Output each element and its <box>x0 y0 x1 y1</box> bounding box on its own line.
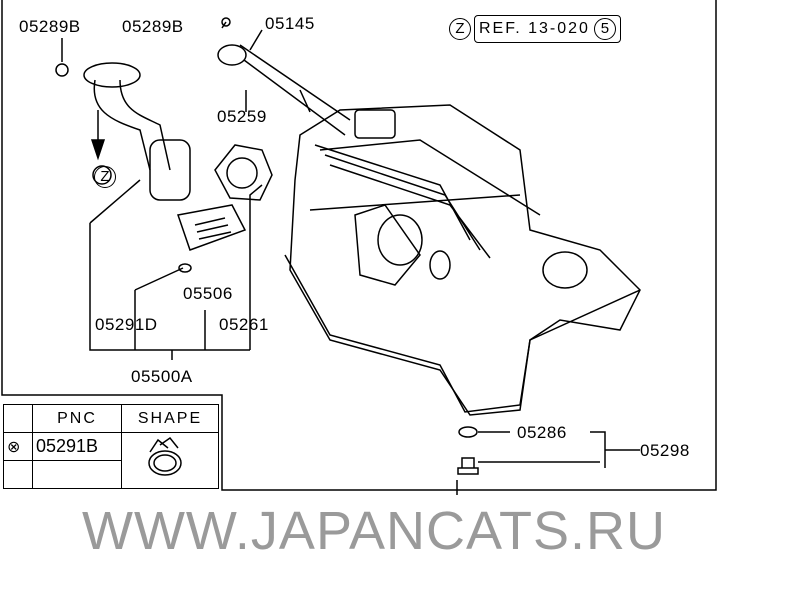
symbol-cell: ⊗ <box>3 432 33 461</box>
callout-05259: 05259 <box>217 107 267 126</box>
table-row: ⊗ 05291B <box>3 432 219 489</box>
callout-05289B-left: 05289B <box>19 17 81 36</box>
reference-marker-z: Z <box>449 18 471 40</box>
empty-cell <box>3 460 33 489</box>
watermark: WWW.JAPANCATS.RU <box>82 501 666 561</box>
fuel-sender <box>217 44 396 139</box>
leader-lines-assembly <box>89 179 263 360</box>
callout-05286: 05286 <box>517 423 567 442</box>
callout-05289B-right: 05289B <box>122 17 184 36</box>
plug-05298 <box>457 457 479 475</box>
reference-number: 5 <box>593 18 616 40</box>
callout-05291D: 05291D <box>95 315 158 334</box>
leader-lines-bottom <box>456 431 640 495</box>
frame-border <box>1 0 717 491</box>
pnc-cell[interactable]: 05291B <box>32 432 122 461</box>
header-pnc: PNC <box>32 404 122 433</box>
empty-row <box>3 460 219 489</box>
fuel-pump-module <box>55 17 247 273</box>
header-symbol <box>3 404 33 433</box>
gasket <box>214 144 273 201</box>
empty-cell <box>32 460 122 489</box>
callout-05145: 05145 <box>265 14 315 33</box>
callout-05261: 05261 <box>219 315 269 334</box>
header-shape: SHAPE <box>121 404 219 433</box>
legend-table: PNC SHAPE ⊗ 05291B <box>3 404 219 489</box>
legend-header-row: PNC SHAPE <box>3 404 219 433</box>
reference-box[interactable]: REF. 13-020 5 <box>474 15 621 43</box>
callout-05500A: 05500A <box>131 367 193 386</box>
washer-05286 <box>458 426 478 438</box>
shape-cell <box>121 432 219 489</box>
fuel-tank <box>284 104 641 416</box>
view-marker-z: Z <box>94 166 116 188</box>
callout-05298: 05298 <box>640 441 690 460</box>
callout-05506: 05506 <box>183 284 233 303</box>
reference-text: REF. 13-020 <box>479 20 590 37</box>
